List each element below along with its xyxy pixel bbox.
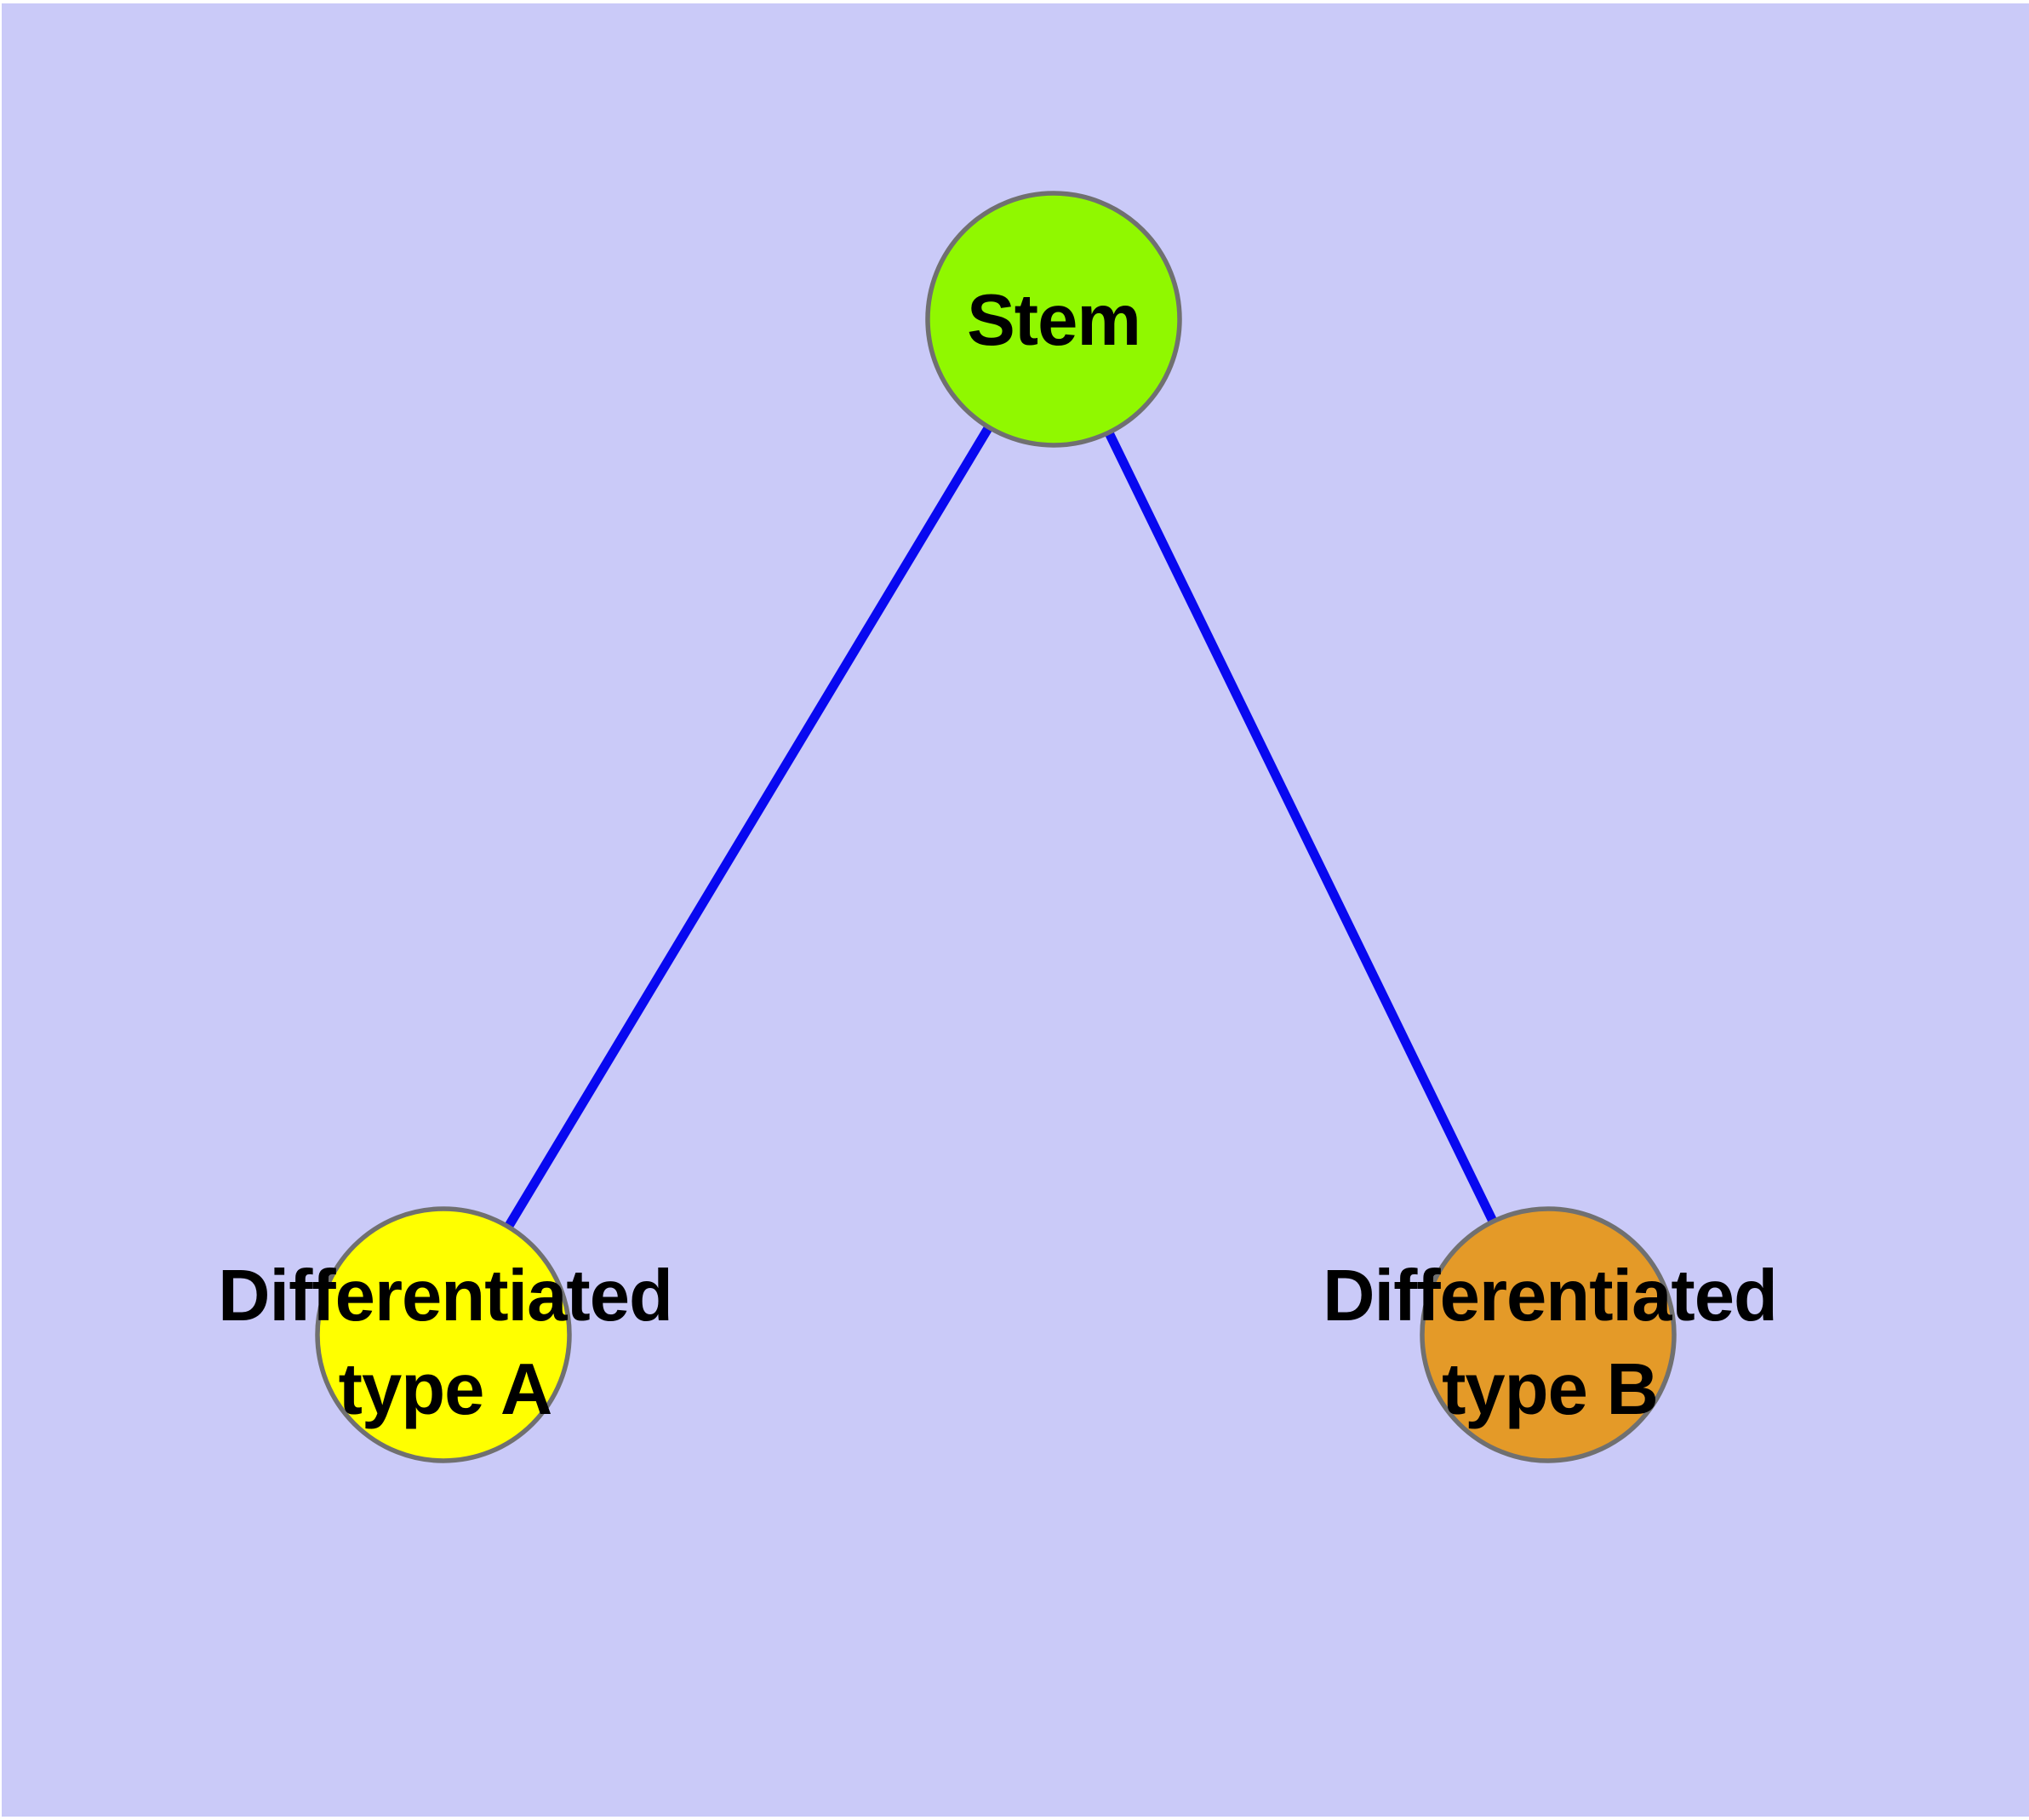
node-type-a-label: Differentiated type A: [218, 1256, 673, 1430]
node-stem-circle: [925, 191, 1182, 448]
node-stem-label: Stem: [967, 280, 1141, 361]
node-type-b-circle: [1420, 1206, 1677, 1463]
edge-stem-to-type-b: [1049, 317, 1552, 1337]
edge-stem-to-type-a: [439, 317, 1058, 1337]
node-type-b-label: Differentiated type B: [1323, 1256, 1778, 1430]
node-type-a-circle: [315, 1206, 572, 1463]
